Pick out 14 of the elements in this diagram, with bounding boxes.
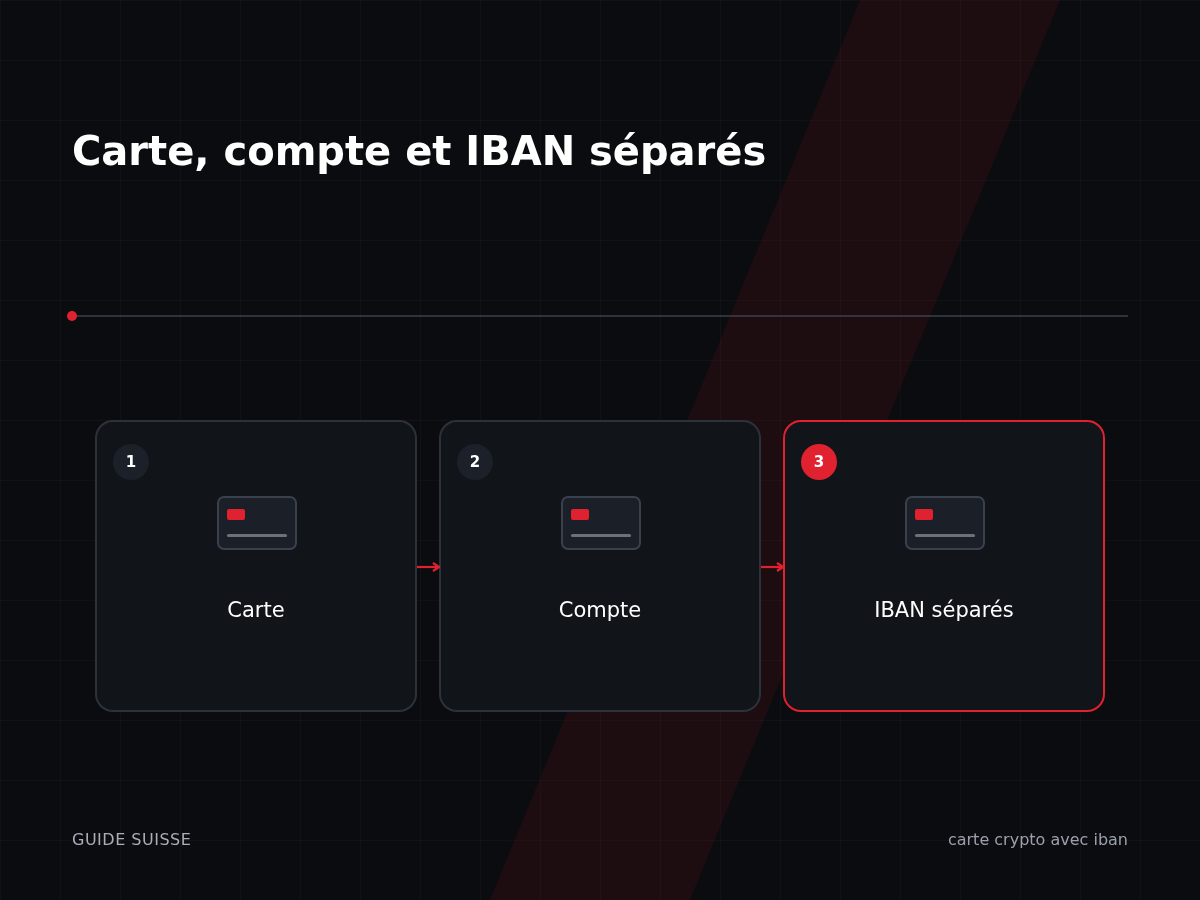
title: Carte, compte et IBAN séparés bbox=[72, 128, 767, 174]
step-label: Compte bbox=[557, 598, 643, 622]
step-number: 2 bbox=[457, 444, 493, 480]
step-number: 3 bbox=[801, 444, 837, 480]
step-label: Carte bbox=[226, 598, 286, 622]
footer-text: carte crypto avec iban bbox=[947, 830, 1128, 849]
step-label: IBAN séparés bbox=[873, 598, 1015, 622]
arrow bbox=[761, 561, 785, 573]
step-number: 1 bbox=[113, 444, 149, 480]
step-card bbox=[783, 420, 1105, 712]
arrow bbox=[417, 561, 441, 573]
step-card bbox=[95, 420, 417, 712]
footer-text: GUIDE SUISSE bbox=[72, 830, 192, 849]
step-card bbox=[439, 420, 761, 712]
